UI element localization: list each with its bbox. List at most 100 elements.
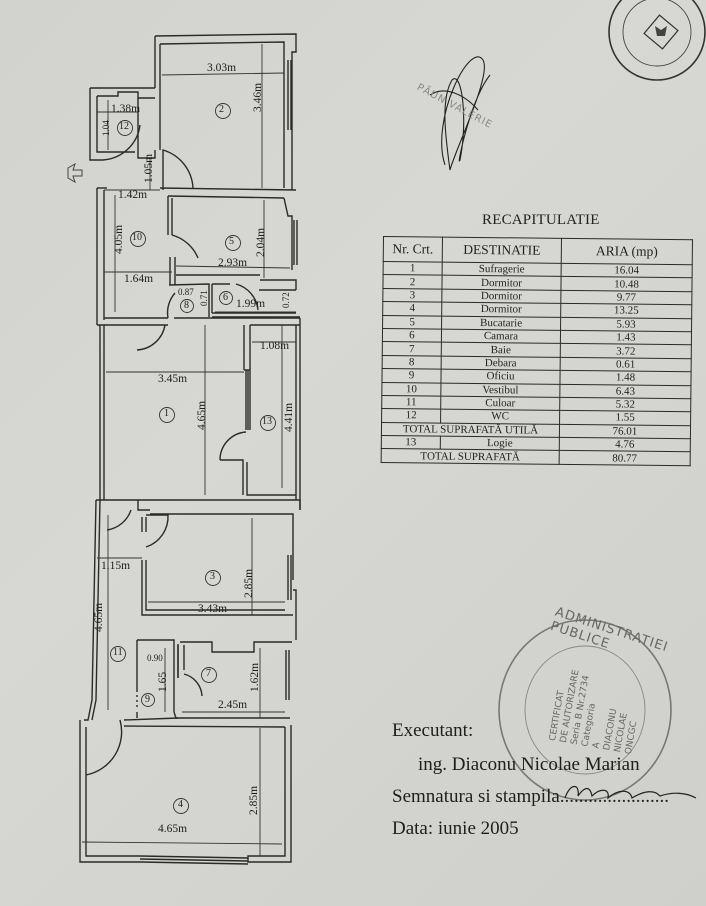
dim-label: 4.65m bbox=[93, 602, 105, 632]
dim-label: 0.71 bbox=[199, 290, 209, 306]
room-label: 10 bbox=[132, 232, 142, 243]
total-util-label: TOTAL SUPRAFATĂ UTILĂ bbox=[381, 422, 560, 438]
engineer-stamp-icon bbox=[498, 619, 672, 801]
dim-label: 0.72 bbox=[281, 292, 291, 308]
cell-nr: 3 bbox=[382, 288, 442, 303]
cell-nr: 5 bbox=[382, 315, 442, 330]
room-label: 1 bbox=[164, 408, 169, 419]
dim-label: 4.41m bbox=[283, 402, 295, 432]
room-label: 2 bbox=[219, 104, 224, 115]
cell-aria: 0.61 bbox=[560, 357, 692, 372]
cell-aria: 10.48 bbox=[560, 276, 693, 292]
cell-dest: Culoar bbox=[440, 396, 560, 411]
room-label: 11 bbox=[113, 647, 123, 658]
col-header-aria: ARIA (mp) bbox=[561, 238, 693, 265]
dim-label: 2.93m bbox=[218, 257, 248, 269]
cell-aria: 5.93 bbox=[560, 316, 692, 332]
room-label: 8 bbox=[184, 300, 189, 311]
dim-label: 1.42m bbox=[118, 189, 148, 201]
cell-aria: 5.32 bbox=[559, 397, 691, 413]
cell-aria: 1.43 bbox=[560, 330, 692, 346]
cadastre-stamp bbox=[597, 0, 706, 82]
dim-label: 3.03m bbox=[207, 62, 237, 74]
recap-title: RECAPITULATIE bbox=[482, 212, 600, 228]
cell-aria: 1.48 bbox=[559, 370, 692, 386]
cell-aria: 16.04 bbox=[561, 263, 693, 279]
cell-nr: 7 bbox=[382, 341, 442, 356]
room-label: 13 bbox=[262, 416, 272, 427]
cell-nr: 9 bbox=[381, 368, 442, 383]
dim-label: 1.05m bbox=[143, 153, 155, 183]
cell-nr: 12 bbox=[381, 408, 441, 423]
room-label: 4 bbox=[178, 799, 183, 810]
dim-label: 1.62m bbox=[249, 662, 261, 692]
cell-dest: Bucatarie bbox=[441, 315, 561, 331]
cell-dest: WC bbox=[440, 409, 560, 425]
cell-dest: Baie bbox=[441, 342, 561, 358]
dim-label: 1.04 bbox=[101, 120, 111, 136]
dim-label: 3.45m bbox=[158, 373, 188, 385]
cell-nr: 2 bbox=[382, 274, 443, 289]
cell-dest: Dormitor bbox=[441, 275, 562, 291]
dim-label: 1.65 bbox=[157, 671, 169, 692]
dim-label: 2.04m bbox=[255, 227, 267, 257]
engineer-signature-icon bbox=[564, 785, 697, 800]
cell-nr: 10 bbox=[381, 382, 441, 397]
dim-label: 1.64m bbox=[124, 273, 154, 285]
cell-nr: 4 bbox=[382, 301, 442, 316]
cell-nr: 13 bbox=[381, 435, 441, 450]
room-label: 9 bbox=[145, 694, 150, 705]
cell-dest: Camara bbox=[441, 329, 561, 344]
room-label: 5 bbox=[229, 236, 234, 247]
cell-dest: Dormitor bbox=[441, 288, 561, 304]
total-label: TOTAL SUPRAFATĂ bbox=[381, 448, 560, 465]
dim-label: 4.65m bbox=[196, 400, 208, 430]
engineer-stamp: ADMINISTRATIEI PUBLICE CERTIFICAT DE AUT… bbox=[490, 605, 680, 810]
total-value: 80.77 bbox=[559, 450, 691, 466]
room-label: 6 bbox=[223, 292, 228, 303]
cadastre-stamp-icon bbox=[608, 0, 706, 81]
cell-dest: Debara bbox=[441, 355, 561, 371]
dim-label: 1.38m bbox=[111, 103, 141, 115]
cell-aria: 3.72 bbox=[560, 343, 692, 359]
cell-nr: 11 bbox=[381, 395, 441, 410]
executant-label: Executant: bbox=[392, 720, 474, 741]
cell-aria: 9.77 bbox=[560, 290, 692, 305]
dim-label: 3.43m bbox=[198, 603, 228, 615]
room-label: 3 bbox=[210, 571, 215, 582]
room-label: 7 bbox=[206, 668, 211, 679]
col-header-destinatie: DESTINATIE bbox=[442, 237, 562, 264]
cell-nr: 6 bbox=[382, 328, 442, 343]
dim-label: 1.99m bbox=[236, 298, 266, 310]
col-header-nr: Nr. Crt. bbox=[383, 236, 443, 263]
dim-label: 2.85m bbox=[248, 785, 260, 815]
room-label: 12 bbox=[119, 121, 129, 132]
entrance-arrow-icon bbox=[67, 162, 83, 184]
dim-label: 0.87 bbox=[178, 287, 194, 297]
dim-label: 3.46m bbox=[252, 82, 264, 112]
date-label: Data: iunie 2005 bbox=[392, 818, 519, 839]
cell-nr: 8 bbox=[382, 355, 442, 370]
cell-dest: Dormitor bbox=[441, 302, 561, 317]
cell-dest: Sufragerie bbox=[442, 262, 562, 277]
cell-aria: 4.76 bbox=[559, 437, 691, 453]
cell-aria: 1.55 bbox=[559, 410, 691, 426]
total-util-value: 76.01 bbox=[559, 424, 691, 439]
dim-label: 1.08m bbox=[260, 340, 290, 352]
dim-label: 1.15m bbox=[101, 560, 131, 572]
cell-aria: 6.43 bbox=[559, 383, 691, 399]
cell-dest: Logie bbox=[440, 436, 560, 451]
dim-label: 0.90 bbox=[147, 653, 163, 663]
dim-label: 2.85m bbox=[243, 568, 255, 598]
total-row: TOTAL SUPRAFATĂ 80.77 bbox=[381, 448, 691, 466]
dim-label: 2.45m bbox=[218, 699, 248, 711]
cell-dest: Vestibul bbox=[440, 382, 560, 398]
dim-label: 4.05m bbox=[113, 224, 125, 254]
dim-label: 4.65m bbox=[158, 823, 188, 835]
cell-nr: 1 bbox=[383, 261, 443, 276]
engineer-name: ing. Diaconu Nicolae Marian bbox=[418, 754, 640, 775]
